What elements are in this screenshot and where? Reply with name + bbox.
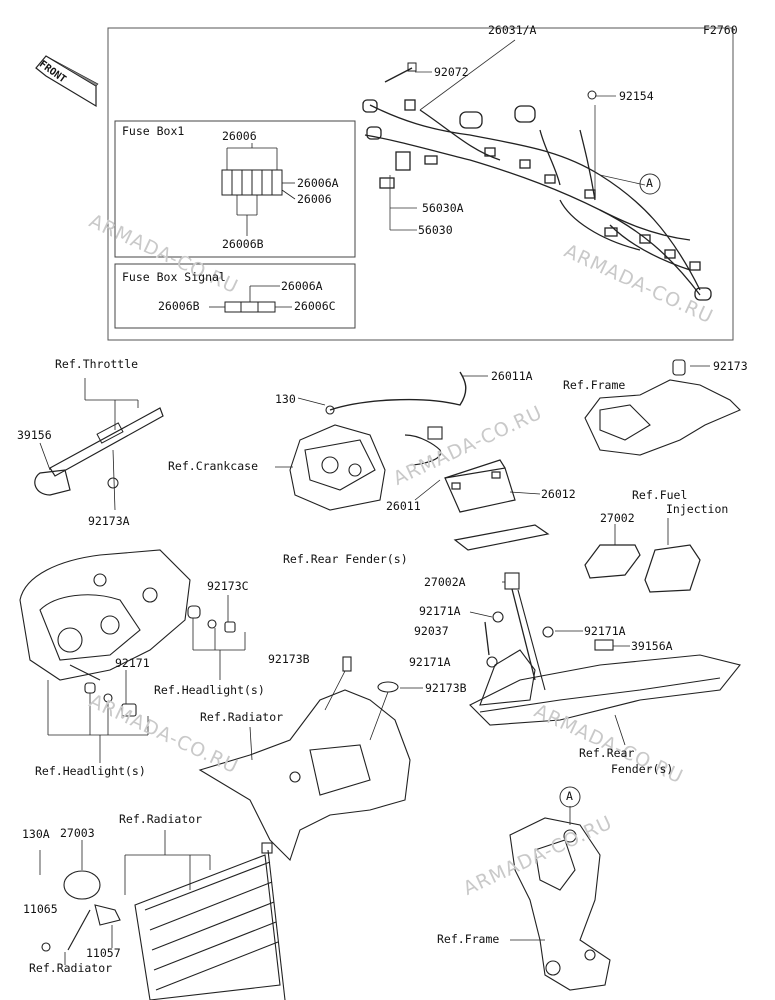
- callout-11065[interactable]: 11065: [23, 902, 58, 916]
- callout-39156a[interactable]: 39156A: [631, 639, 673, 653]
- radiator-drawing: [39, 830, 286, 1000]
- callout-92173[interactable]: 92173: [713, 359, 748, 373]
- fuse-box-signal-title: Fuse Box Signal: [122, 270, 226, 284]
- callout-92171a[interactable]: 92171A: [409, 655, 451, 669]
- battery-drawing: [414, 459, 550, 551]
- callout-92037[interactable]: 92037: [414, 624, 449, 638]
- ref-rear-fender-line-1: Ref.Rear: [579, 746, 635, 760]
- callout-56030a[interactable]: 56030A: [422, 201, 464, 215]
- throttle-sensor-drawing: [34, 378, 164, 511]
- callout-92171[interactable]: 92171: [115, 656, 150, 670]
- ref-fuel-injection-line-1: Ref.Fuel: [632, 488, 688, 502]
- callout-92154[interactable]: 92154: [619, 89, 654, 103]
- ref-rear-fender: Ref.Rear Fender(s): [283, 552, 408, 566]
- callout-26006[interactable]: 26006: [297, 192, 332, 206]
- radiator-bracket-drawing: [198, 656, 423, 862]
- callout-92072[interactable]: 92072: [434, 65, 469, 79]
- fuel-injection-covers-drawing: [584, 518, 701, 593]
- callout-56030[interactable]: 56030: [418, 223, 453, 237]
- callout-27003[interactable]: 27003: [60, 826, 95, 840]
- callout-27002a[interactable]: 27002A: [424, 575, 466, 589]
- callout-92173a[interactable]: 92173A: [88, 514, 130, 528]
- callout-26011[interactable]: 26011: [386, 499, 421, 513]
- callout-27002[interactable]: 27002: [600, 511, 635, 525]
- callout-26006b[interactable]: 26006B: [158, 299, 200, 313]
- fuse-box-signal-panel: [114, 263, 356, 329]
- marker-a-label: A: [566, 789, 573, 803]
- callout-92173c[interactable]: 92173C: [207, 579, 249, 593]
- rear-fender-drawing: [469, 572, 741, 746]
- callout-26031-a[interactable]: 26031/A: [488, 23, 537, 37]
- wiring-harness: [362, 99, 712, 301]
- callout-92171a[interactable]: 92171A: [419, 604, 461, 618]
- callout-26012[interactable]: 26012: [541, 487, 576, 501]
- callout-92173b[interactable]: 92173B: [425, 681, 467, 695]
- frame-bottom-drawing: [509, 806, 611, 991]
- fuse-box-1-panel: [114, 120, 356, 258]
- callout-26006a[interactable]: 26006A: [281, 279, 323, 293]
- ref-rear-fender-line-2: Fender(s): [611, 762, 674, 776]
- ref-crankcase: Ref.Crankcase: [168, 459, 259, 473]
- crankcase-drawing: [275, 371, 488, 511]
- ref-throttle: Ref.Throttle: [55, 357, 139, 371]
- marker-a-label: A: [646, 176, 653, 190]
- ref-frame: Ref.Frame: [563, 378, 626, 392]
- fuse-box-1-title: Fuse Box1: [122, 124, 185, 138]
- callout-11057[interactable]: 11057: [86, 946, 121, 960]
- ref-frame: Ref.Frame: [437, 932, 500, 946]
- callout-130a[interactable]: 130A: [22, 827, 50, 841]
- clip-92072-drawing: [384, 62, 417, 83]
- marker-a-circle-bottom: [559, 786, 581, 808]
- ref-headlight: Ref.Headlight(s): [35, 764, 146, 778]
- front-arrow-icon: [35, 55, 99, 108]
- callout-26006b[interactable]: 26006B: [222, 237, 264, 251]
- callout-92173b[interactable]: 92173B: [268, 652, 310, 666]
- marker-a-circle-top: [639, 173, 661, 195]
- callout-26006[interactable]: 26006: [222, 129, 257, 143]
- ref-radiator: Ref.Radiator: [119, 812, 203, 826]
- callout-92171a[interactable]: 92171A: [584, 624, 626, 638]
- callout-26011a[interactable]: 26011A: [491, 369, 533, 383]
- headlight-housing-drawing: [19, 549, 246, 763]
- ref-radiator: Ref.Radiator: [200, 710, 284, 724]
- callout-26006c[interactable]: 26006C: [294, 299, 336, 313]
- callout-130[interactable]: 130: [275, 392, 296, 406]
- figure-code: F2760: [703, 23, 738, 37]
- callout-39156[interactable]: 39156: [17, 428, 52, 442]
- callout-26006a[interactable]: 26006A: [297, 176, 339, 190]
- frame-top-drawing: [584, 359, 741, 456]
- ref-fuel-injection-line-2: Injection: [666, 502, 729, 516]
- ref-radiator: Ref.Radiator: [29, 961, 113, 975]
- ref-headlight: Ref.Headlight(s): [154, 683, 265, 697]
